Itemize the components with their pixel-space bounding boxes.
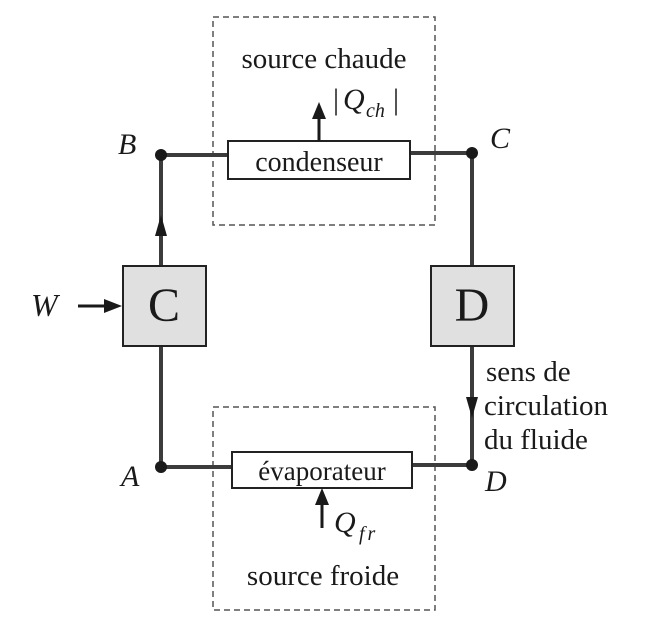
cold-source-label: source froide bbox=[247, 560, 399, 592]
q-ch-bar-right: | bbox=[393, 83, 399, 116]
q-fr-arrow-icon bbox=[315, 488, 329, 505]
condenser-box bbox=[227, 140, 411, 180]
condenser-label: condenseur bbox=[255, 147, 383, 178]
node-c bbox=[466, 147, 478, 159]
work-arrow-icon bbox=[104, 299, 122, 313]
point-d-label: D bbox=[484, 465, 507, 498]
hot-source-label: source chaude bbox=[241, 43, 406, 75]
q-ch-subscript: ch bbox=[366, 100, 385, 122]
compressor-label: C bbox=[148, 279, 180, 332]
evaporator-label: évaporateur bbox=[258, 456, 385, 486]
node-d bbox=[466, 459, 478, 471]
q-ch-symbol: Q bbox=[343, 83, 365, 116]
point-b-label: B bbox=[118, 128, 136, 161]
node-b bbox=[155, 149, 167, 161]
flow-text-line2: circulation bbox=[484, 390, 609, 422]
expander-label: D bbox=[455, 279, 490, 332]
flow-down-arrow-icon bbox=[466, 397, 478, 418]
point-c-label: C bbox=[490, 122, 511, 155]
flow-text-line1: sens de bbox=[486, 356, 571, 388]
hot-source-box bbox=[212, 16, 436, 226]
q-fr-subscript: fr bbox=[359, 523, 378, 545]
expander-box bbox=[430, 265, 515, 347]
q-ch-arrow-icon bbox=[312, 102, 326, 119]
flow-up-arrow-icon bbox=[155, 215, 167, 236]
point-a-label: A bbox=[119, 460, 140, 493]
q-fr-label: Q fr bbox=[334, 506, 378, 545]
q-ch-bar-left: | bbox=[333, 83, 339, 116]
node-a bbox=[155, 461, 167, 473]
compressor-box bbox=[122, 265, 207, 347]
flow-text-line3: du fluide bbox=[484, 424, 588, 456]
cold-source-box bbox=[212, 406, 436, 611]
q-ch-label: | Q ch | bbox=[333, 83, 399, 122]
evaporator-box bbox=[231, 451, 413, 489]
work-label: W bbox=[31, 287, 61, 323]
q-fr-symbol: Q bbox=[334, 506, 356, 539]
